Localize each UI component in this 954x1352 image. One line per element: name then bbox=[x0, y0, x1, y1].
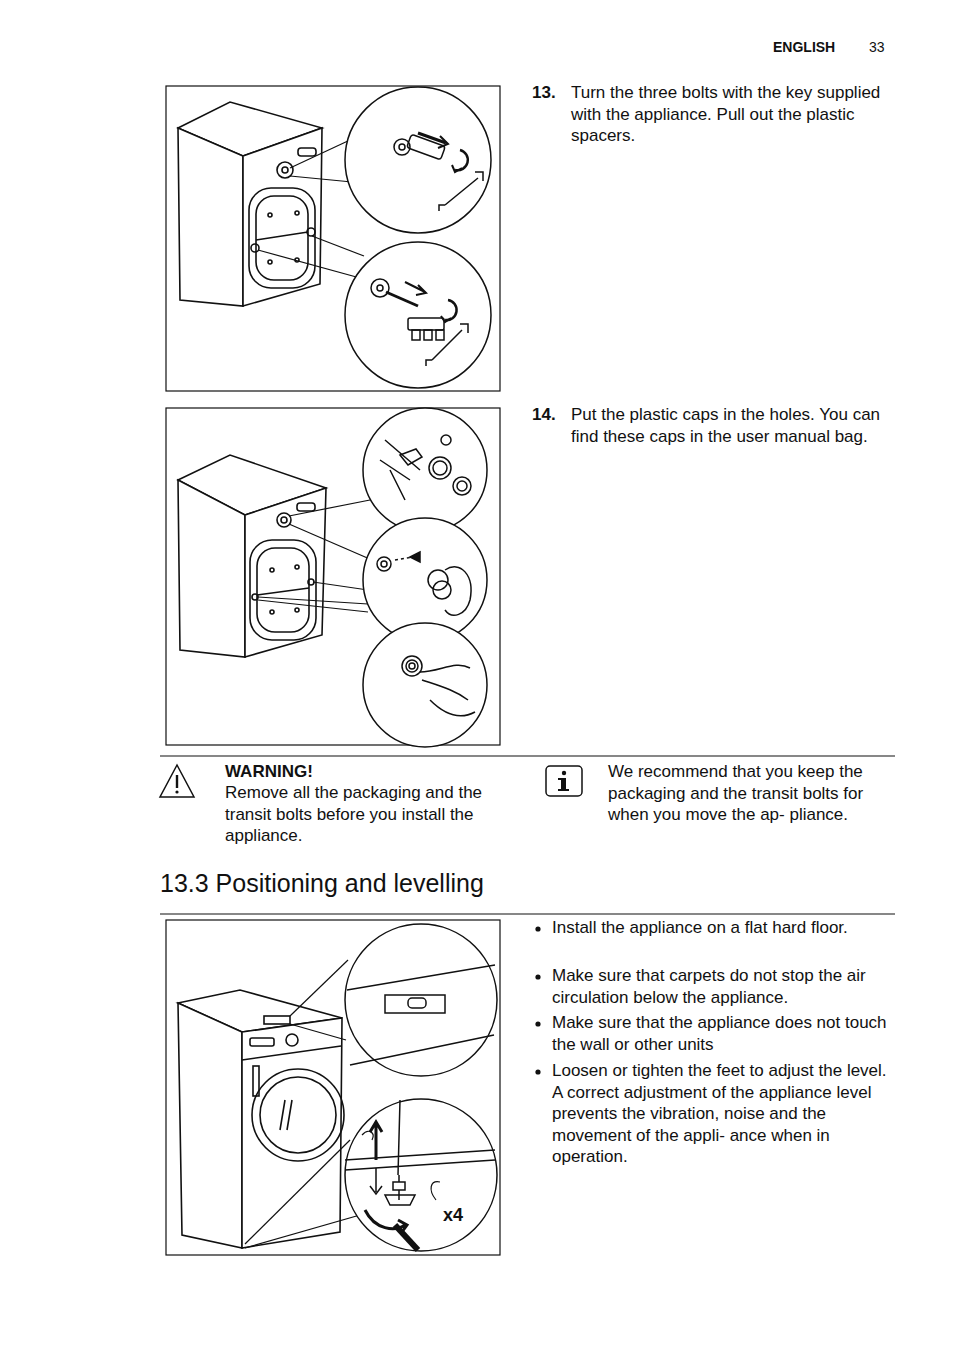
bullet-text: Make sure that the appliance does not to… bbox=[552, 1012, 892, 1055]
machine-back bbox=[178, 102, 322, 306]
detail-circle bbox=[345, 242, 491, 388]
figure-frame bbox=[166, 86, 500, 391]
callout-leaders bbox=[258, 500, 372, 612]
bullet-text: Make sure that carpets do not stop the a… bbox=[552, 965, 892, 1008]
page-language: ENGLISH bbox=[773, 39, 853, 57]
step-text: Put the plastic caps in the holes. You c… bbox=[571, 404, 893, 447]
section-heading: 13.3 Positioning and levelling bbox=[160, 868, 680, 898]
warning-heading: WARNING! bbox=[225, 761, 515, 783]
machine-front bbox=[178, 990, 344, 1248]
page-number: 33 bbox=[869, 39, 899, 57]
bullet-dots bbox=[535, 926, 540, 1074]
bullet-text: Loosen or tighten the feet to adjust the… bbox=[552, 1060, 892, 1168]
warning-icon bbox=[160, 765, 194, 797]
detail-circle bbox=[345, 1099, 497, 1251]
detail-circle bbox=[363, 623, 487, 747]
rule bbox=[160, 913, 895, 914]
rule bbox=[160, 755, 895, 756]
figure-frame bbox=[166, 920, 500, 1255]
step-number: 13. bbox=[532, 82, 568, 104]
machine-back bbox=[178, 455, 326, 657]
warning-text: Remove all the packaging and the transit… bbox=[225, 782, 517, 847]
info-note: We recommend that you keep the packaging… bbox=[608, 761, 894, 826]
step-number: 14. bbox=[532, 404, 568, 426]
quantity-label: x4 bbox=[443, 1204, 473, 1227]
bullet-text: Install the appliance on a flat hard flo… bbox=[552, 917, 892, 939]
step-text: Turn the three bolts with the key suppli… bbox=[571, 82, 893, 147]
info-icon bbox=[546, 766, 582, 796]
callout-leaders bbox=[245, 960, 360, 1248]
detail-circle bbox=[345, 924, 497, 1076]
detail-circle bbox=[363, 408, 487, 532]
detail-circle bbox=[345, 87, 491, 233]
